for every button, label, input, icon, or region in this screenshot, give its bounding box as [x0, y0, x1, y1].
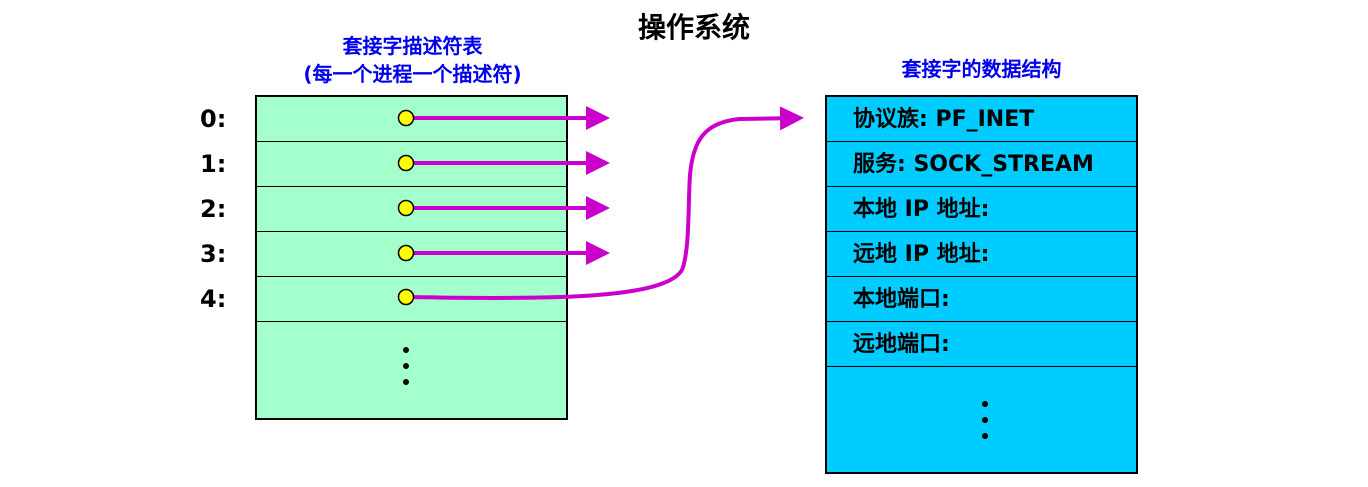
descriptor-table-caption-line2: (每一个进程一个描述符): [303, 62, 522, 86]
structure-ellipsis: [982, 401, 988, 439]
field-remote-ip: 远地 IP 地址:: [827, 232, 1136, 277]
field-protocol-family: 协议族: PF_INET: [827, 97, 1136, 142]
pointer-dot-4: [397, 288, 415, 306]
descriptor-row-0: [257, 97, 566, 142]
row-label-3: 3:: [200, 240, 227, 268]
socket-structure-caption: 套接字的数据结构: [901, 57, 1062, 81]
descriptor-row-3: [257, 232, 566, 277]
row-label-4: 4:: [200, 285, 227, 313]
descriptor-row-4: [257, 277, 566, 322]
pointer-dot-2: [397, 199, 415, 217]
field-remote-port: 远地端口:: [827, 322, 1136, 367]
field-local-ip: 本地 IP 地址:: [827, 187, 1136, 232]
descriptor-table-caption-line1: 套接字描述符表: [342, 34, 483, 58]
pointer-dot-3: [397, 244, 415, 262]
row-label-0: 0:: [200, 105, 227, 133]
pointer-dot-1: [397, 154, 415, 172]
page-title: 操作系统: [637, 11, 750, 44]
descriptor-ellipsis: [403, 347, 409, 385]
descriptor-table-caption: 套接字描述符表 (每一个进程一个描述符): [240, 32, 585, 88]
descriptor-row-2: [257, 187, 566, 232]
field-local-port: 本地端口:: [827, 277, 1136, 322]
row-label-1: 1:: [200, 150, 227, 178]
descriptor-row-1: [257, 142, 566, 187]
pointer-dot-0: [397, 109, 415, 127]
pointer-arrow-4: [409, 106, 804, 301]
row-label-2: 2:: [200, 195, 227, 223]
field-service: 服务: SOCK_STREAM: [827, 142, 1136, 187]
socket-structure-table: 协议族: PF_INET 服务: SOCK_STREAM 本地 IP 地址: 远…: [825, 95, 1138, 474]
